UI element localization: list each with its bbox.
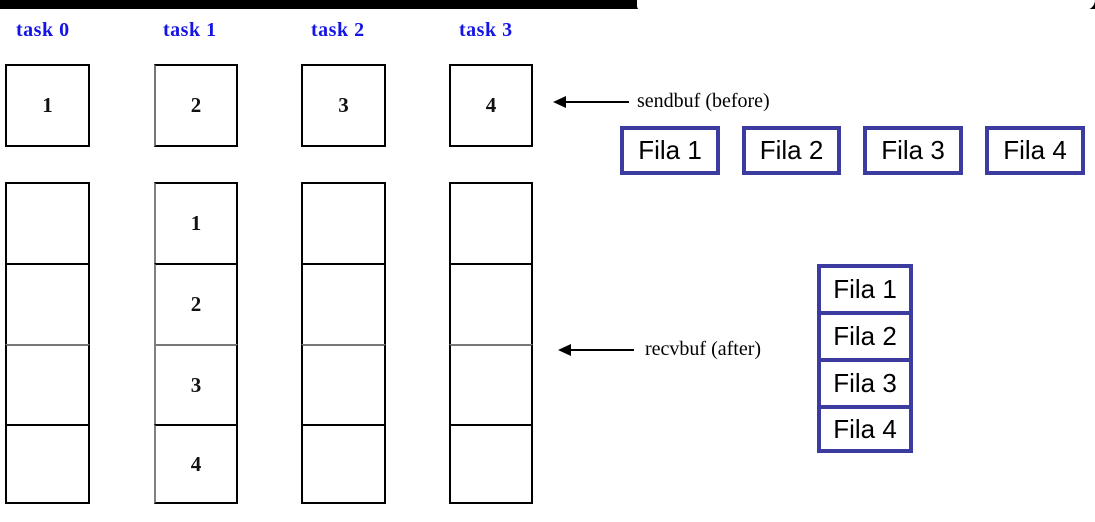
recvbuf-column-task2 bbox=[301, 182, 386, 504]
task-header-3: task 3 bbox=[459, 19, 513, 41]
task-header-0: task 0 bbox=[16, 19, 70, 41]
recvbuf-cell bbox=[449, 263, 533, 344]
recvbuf-cell bbox=[301, 424, 386, 504]
recvbuf-label: recvbuf (after) bbox=[645, 338, 762, 360]
fila-stack-row-2: Fila 2 bbox=[817, 311, 913, 358]
recvbuf-cell bbox=[449, 344, 533, 424]
recvbuf-cell bbox=[301, 182, 386, 263]
top-white-blob-secondary bbox=[700, 0, 860, 6]
recvbuf-cell bbox=[449, 182, 533, 263]
sendbuf-cell-task0: 1 bbox=[5, 64, 90, 147]
sendbuf-cell-task1: 2 bbox=[154, 64, 238, 147]
fila-box-4: Fila 4 bbox=[985, 126, 1085, 175]
recvbuf-cell: 3 bbox=[154, 344, 238, 424]
sendbuf-label: sendbuf (before) bbox=[637, 90, 770, 112]
recvbuf-column-task0 bbox=[5, 182, 90, 504]
recvbuf-column-task1: 1 2 3 4 bbox=[154, 182, 238, 504]
recvbuf-cell bbox=[301, 263, 386, 344]
top-white-blob-tertiary bbox=[955, 0, 1045, 5]
arrow-shaft bbox=[568, 349, 634, 351]
fila-box-2: Fila 2 bbox=[742, 126, 841, 175]
recvbuf-cell bbox=[5, 424, 90, 504]
fila-stack-row-1: Fila 1 bbox=[817, 264, 913, 311]
sendbuf-arrow bbox=[553, 95, 629, 109]
recvbuf-cell: 1 bbox=[154, 182, 238, 263]
recvbuf-arrow bbox=[558, 343, 634, 357]
fila-stack-row-3: Fila 3 bbox=[817, 358, 913, 405]
top-black-strip bbox=[0, 0, 1095, 9]
sendbuf-cell-task2: 3 bbox=[301, 64, 386, 147]
recvbuf-column-task3 bbox=[449, 182, 533, 504]
top-white-blob bbox=[637, 0, 1095, 10]
recvbuf-cell bbox=[5, 182, 90, 263]
task-header-2: task 2 bbox=[311, 19, 365, 41]
arrow-shaft bbox=[563, 101, 629, 103]
recvbuf-cell: 2 bbox=[154, 263, 238, 344]
arrow-left-icon bbox=[558, 344, 571, 356]
fila-stack: Fila 1 Fila 2 Fila 3 Fila 4 bbox=[817, 264, 913, 453]
fila-box-3: Fila 3 bbox=[863, 126, 963, 175]
arrow-left-icon bbox=[553, 96, 566, 108]
task-header-1: task 1 bbox=[163, 19, 217, 41]
fila-stack-row-4: Fila 4 bbox=[817, 405, 913, 453]
sendbuf-cell-task3: 4 bbox=[449, 64, 533, 147]
recvbuf-cell bbox=[449, 424, 533, 504]
fila-box-1: Fila 1 bbox=[620, 126, 720, 175]
recvbuf-cell: 4 bbox=[154, 424, 238, 504]
recvbuf-cell bbox=[5, 263, 90, 344]
recvbuf-cell bbox=[301, 344, 386, 424]
recvbuf-cell bbox=[5, 344, 90, 424]
